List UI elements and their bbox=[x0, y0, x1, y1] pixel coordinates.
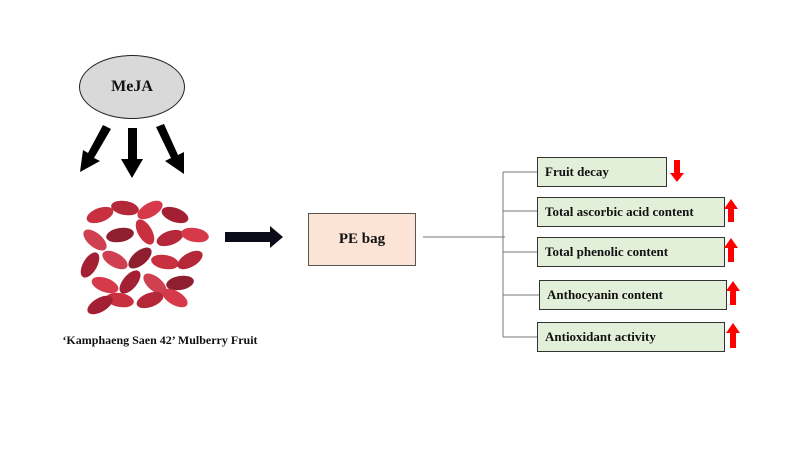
mulberry-berry bbox=[91, 276, 119, 294]
mulberry-berry bbox=[136, 291, 164, 309]
outcome-label: Anthocyanin content bbox=[547, 287, 663, 302]
outcome-label: Fruit decay bbox=[545, 164, 609, 179]
mulberry-berry bbox=[106, 227, 134, 243]
arrow-down-right-icon bbox=[156, 124, 184, 174]
connector-lines bbox=[423, 171, 540, 338]
outcome-box: Antioxidant activity bbox=[537, 322, 725, 352]
mulberry-berry bbox=[137, 200, 163, 220]
mulberry-berry bbox=[119, 270, 141, 294]
mulberry-berry bbox=[156, 229, 184, 247]
outcome-label: Antioxidant activity bbox=[545, 329, 656, 344]
mulberry-berry bbox=[177, 250, 203, 270]
mulberry-fruit-image bbox=[80, 200, 209, 315]
mulberry-berry bbox=[181, 227, 209, 243]
mulberry-berry bbox=[87, 295, 113, 315]
mulberry-berry bbox=[86, 206, 114, 224]
outcome-label: Total phenolic content bbox=[545, 244, 669, 259]
mulberry-berry bbox=[161, 206, 189, 224]
arrow-right-icon bbox=[225, 226, 283, 248]
meja-label: MeJA bbox=[111, 78, 153, 95]
mulberry-berry bbox=[106, 292, 134, 308]
meja-node: MeJA bbox=[79, 55, 185, 119]
outcome-box: Fruit decay bbox=[537, 157, 667, 187]
outcome-box: Total phenolic content bbox=[537, 237, 725, 267]
mulberry-berry bbox=[80, 252, 100, 278]
pe-bag-label: PE bag bbox=[338, 231, 386, 247]
fruit-caption: ‘Kamphaeng Saen 42’ Mulberry Fruit bbox=[62, 333, 258, 347]
outcome-box: Total ascorbic acid content bbox=[537, 197, 725, 227]
mulberry-berry bbox=[102, 250, 128, 270]
outcome-box: Anthocyanin content bbox=[539, 280, 727, 310]
mulberry-berry bbox=[151, 254, 179, 270]
mulberry-berry bbox=[128, 247, 152, 269]
mulberry-berry bbox=[162, 288, 188, 308]
outcome-label: Total ascorbic acid content bbox=[545, 204, 694, 219]
mulberry-berry bbox=[143, 273, 167, 295]
mulberry-berry bbox=[135, 219, 155, 245]
arrow-down-icon bbox=[121, 128, 143, 178]
pe-bag-node: PE bag bbox=[308, 213, 416, 266]
arrow-down-left-icon bbox=[80, 125, 111, 172]
mulberry-berry bbox=[83, 229, 107, 251]
mulberry-berry bbox=[111, 200, 139, 216]
meja-arrows bbox=[80, 124, 184, 178]
mulberry-berry bbox=[166, 275, 194, 291]
